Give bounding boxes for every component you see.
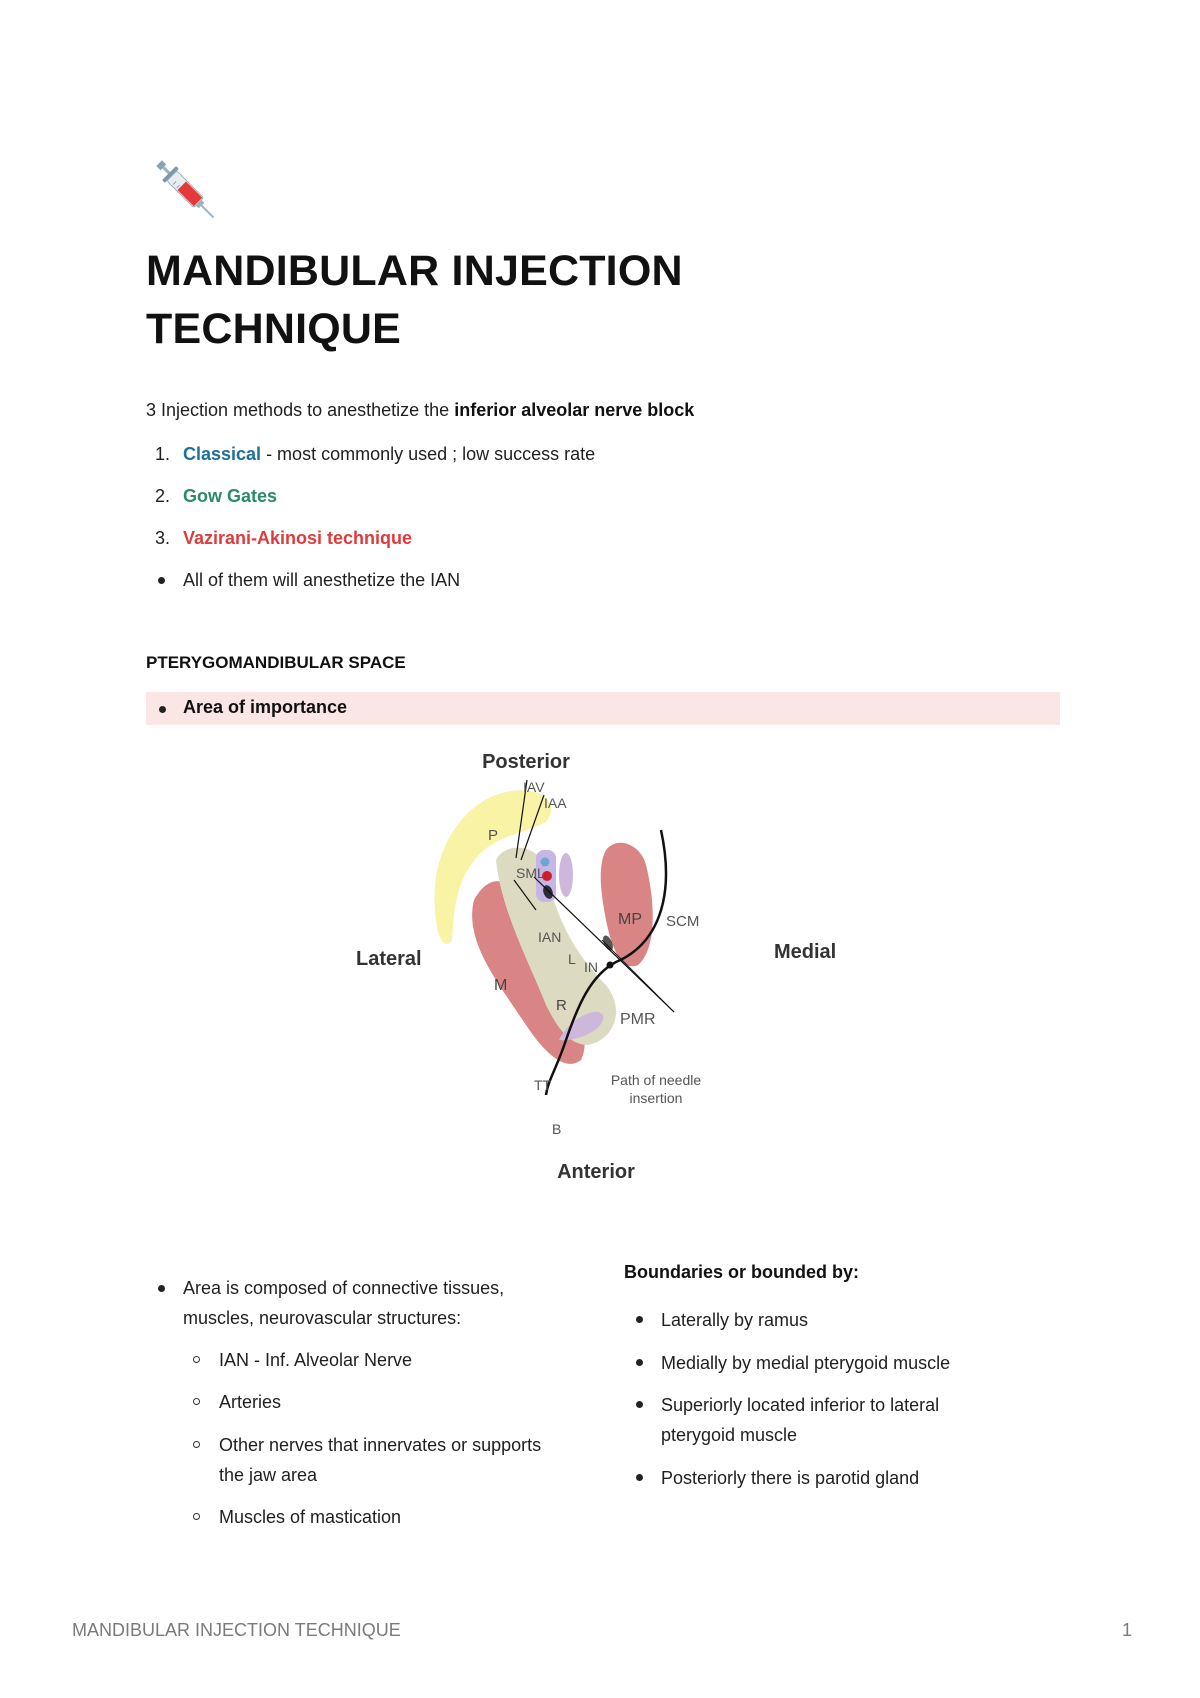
iav-leader <box>515 779 528 859</box>
page-number: 1 <box>1122 1620 1133 1640</box>
pmr-point <box>606 961 614 969</box>
scm-line <box>544 829 668 1096</box>
methods-note: All of them will anesthetize the IAN <box>183 570 461 590</box>
right-item-4: Posteriorly there is parotid gland <box>661 1468 920 1488</box>
iaa-leader <box>520 794 545 861</box>
left-sub-2: Arteries <box>219 1392 282 1412</box>
circle-bullet-icon <box>193 1356 200 1363</box>
syringe-icon <box>156 160 215 219</box>
methods-list: 1. Classical - most commonly used ; low … <box>146 440 595 608</box>
label-mp: MP <box>618 911 642 928</box>
label-pmr: PMR <box>620 1011 656 1028</box>
label-l: L <box>568 951 576 967</box>
bullet-icon <box>158 1285 165 1292</box>
method-gow-gates: Gow Gates <box>183 486 278 506</box>
left-sub-1: IAN - Inf. Alveolar Nerve <box>219 1350 413 1370</box>
label-r: R <box>556 997 567 1014</box>
label-scm: SCM <box>666 913 699 930</box>
left-sub-3: Other nerves that innervates or supports <box>219 1435 542 1455</box>
right-item-1: Laterally by ramus <box>661 1310 809 1330</box>
label-path-2: insertion <box>630 1090 683 1106</box>
circle-bullet-icon <box>193 1441 200 1448</box>
ian-leader <box>513 879 537 911</box>
callout-highlight: Area of importance <box>146 692 1060 725</box>
footer-title: MANDIBULAR INJECTION TECHNIQUE <box>72 1620 401 1640</box>
list-item: 2. Gow Gates <box>146 482 595 524</box>
bullet-icon <box>159 706 166 713</box>
medial-pterygoid-shape <box>600 842 653 967</box>
list-number: 3. <box>155 528 171 548</box>
right-item-3-cont: pterygoid muscle <box>661 1425 798 1445</box>
pterygomandibular-diagram: Posterior Anterior Lateral Medial IAV IA… <box>356 751 836 1183</box>
bullet-icon <box>636 1474 643 1481</box>
left-sub-4: Muscles of mastication <box>219 1507 402 1527</box>
list-item: 3. Vazirani-Akinosi technique <box>146 524 595 566</box>
sml-shape <box>559 853 573 897</box>
callout-text: Area of importance <box>183 697 348 717</box>
intro-text: 3 Injection methods to anesthetize the i… <box>146 400 694 421</box>
diagram-lateral: Lateral <box>356 948 422 970</box>
method-classical: Classical <box>183 444 262 464</box>
diagram-anterior: Anterior <box>557 1161 635 1183</box>
label-tt: TT <box>534 1077 552 1093</box>
right-item-2: Medially by medial pterygoid muscle <box>661 1353 951 1373</box>
method-classical-note: - most commonly used ; low success rate <box>261 444 596 464</box>
bullet-icon <box>636 1401 643 1408</box>
boundaries-heading: Boundaries or bounded by: <box>624 1262 860 1282</box>
iaa-dot <box>542 871 552 881</box>
list-number: 1. <box>155 444 171 464</box>
path-leader <box>601 939 675 1013</box>
label-ian: IAN <box>538 929 561 945</box>
label-iav: IAV <box>523 779 545 795</box>
label-m: M <box>494 977 507 994</box>
left-sub-3-cont: the jaw area <box>219 1465 318 1485</box>
method-vazirani-akinosi: Vazirani-Akinosi technique <box>183 528 413 548</box>
right-item-3: Superiorly located inferior to lateral <box>661 1395 940 1415</box>
diagram-medial: Medial <box>774 941 836 963</box>
left-item-1-line1: Area is composed of connective tissues, <box>183 1278 505 1298</box>
iav-dot <box>540 857 550 867</box>
label-b: B <box>552 1121 561 1137</box>
tt-shape <box>559 1011 604 1041</box>
section-heading: PTERYGOMANDIBULAR SPACE <box>146 653 406 672</box>
label-sml: SML <box>516 865 545 881</box>
list-number: 2. <box>155 486 171 506</box>
label-in: IN <box>584 959 598 975</box>
left-item-1-line2: muscles, neurovascular structures: <box>183 1308 462 1328</box>
label-iaa: IAA <box>544 795 567 811</box>
circle-bullet-icon <box>193 1513 200 1520</box>
needle-path <box>533 876 675 1013</box>
circle-bullet-icon <box>193 1398 200 1405</box>
bullet-icon <box>636 1359 643 1366</box>
list-item: All of them will anesthetize the IAN <box>146 566 595 608</box>
page-title: MANDIBULAR INJECTION TECHNIQUE <box>146 247 683 353</box>
parotid-shape <box>434 790 552 944</box>
label-path-1: Path of needle <box>611 1072 702 1088</box>
label-p: P <box>488 827 498 844</box>
intro-bold: inferior alveolar nerve block <box>454 400 695 420</box>
bullet-icon <box>158 577 165 584</box>
bullet-icon <box>636 1316 643 1323</box>
intro-prefix: 3 Injection methods to anesthetize the <box>146 400 455 420</box>
diagram-posterior: Posterior <box>482 751 570 773</box>
list-item: 1. Classical - most commonly used ; low … <box>146 440 595 482</box>
